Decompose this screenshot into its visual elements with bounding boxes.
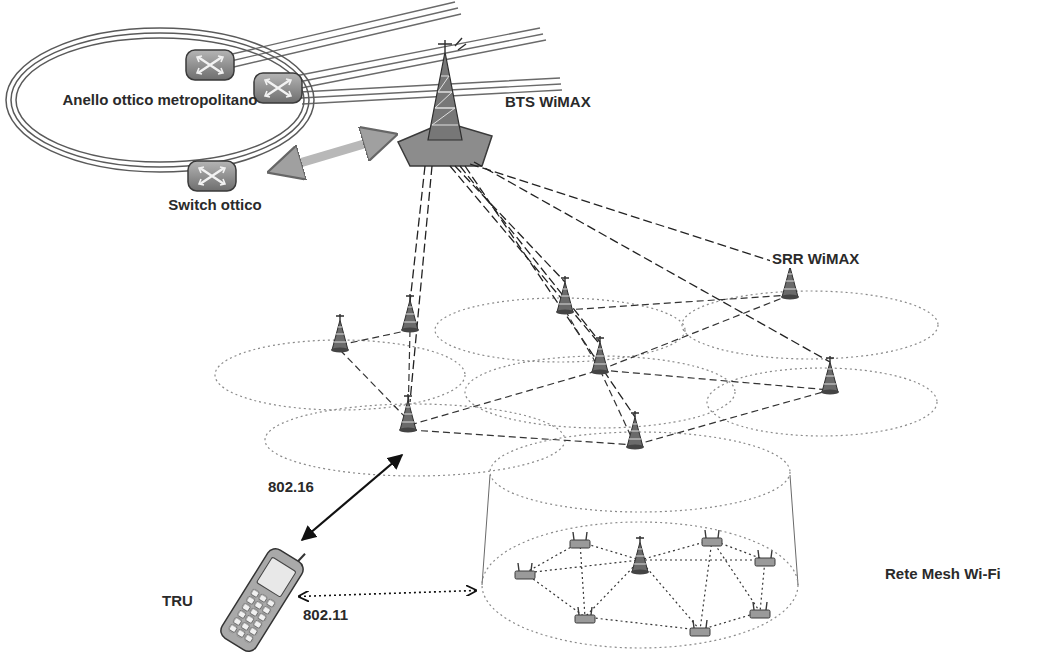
bts-station: BTS WiMAX: [395, 40, 597, 170]
mesh-outline: [480, 520, 800, 650]
mesh-ellipse: [482, 522, 798, 648]
optical-switch: Switch ottico: [160, 158, 270, 218]
terminal-device: TRU: [150, 540, 295, 658]
free-label: 802.16: [266, 478, 316, 496]
optical-link: [274, 136, 391, 171]
node-label: BTS WiMAX: [505, 93, 591, 111]
node-label: Anello ottico metropolitano: [63, 91, 258, 109]
wifi-link: [299, 590, 476, 596]
optical-ring: Anello ottico metropolitano: [30, 40, 290, 160]
free-label: SRR WiMAX: [770, 250, 861, 268]
node-label: Rete Mesh Wi-Fi: [885, 565, 1001, 583]
node-label: Switch ottico: [168, 196, 261, 214]
mesh-network: Rete Mesh Wi-Fi: [480, 520, 800, 650]
edge-label: 802.11: [301, 606, 350, 624]
node-label: TRU: [162, 592, 193, 610]
